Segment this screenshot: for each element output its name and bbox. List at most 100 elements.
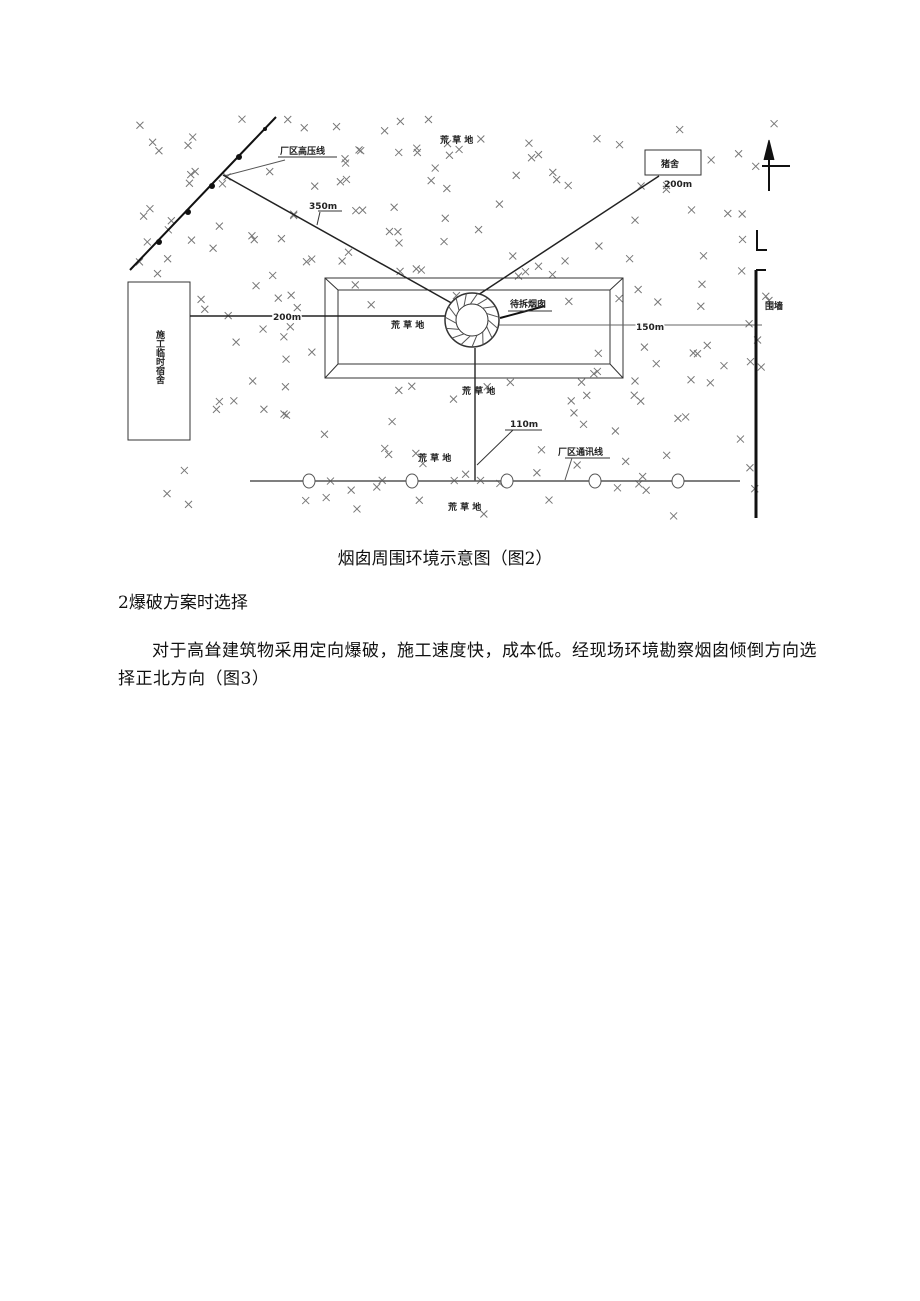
- grass-cross: [380, 444, 389, 453]
- grass-cross: [280, 410, 288, 418]
- grass-cross: [218, 179, 227, 188]
- grass-cross: [640, 343, 649, 352]
- grass-cross: [163, 254, 172, 263]
- grass-cross: [215, 222, 224, 230]
- grass-cross: [372, 483, 381, 491]
- figure-caption: 烟囱周围环境示意图（图2）: [337, 549, 553, 569]
- grass-cross: [280, 332, 288, 341]
- grass-cross: [248, 377, 257, 385]
- grass-cross: [495, 200, 504, 209]
- grass-cross: [662, 185, 671, 194]
- chimney-pointer: [499, 305, 546, 319]
- grass-cross: [537, 445, 546, 454]
- hatch-line: [486, 313, 499, 318]
- grass-cross: [582, 391, 591, 400]
- grass-cross: [215, 397, 224, 406]
- distance-350m: 350m: [309, 202, 337, 212]
- grass-cross: [734, 149, 743, 158]
- grass-cross: [548, 270, 557, 279]
- grass-cross: [570, 409, 578, 417]
- grass-cross: [388, 417, 396, 426]
- pig-house-box: [644, 149, 702, 176]
- leader: [316, 211, 321, 226]
- distance-110m: 110m: [510, 420, 538, 430]
- grass-cross: [638, 472, 647, 481]
- grass-cross: [286, 322, 295, 331]
- grass-cross: [209, 244, 217, 253]
- grass-cross: [417, 266, 426, 274]
- grass-cross: [135, 258, 144, 266]
- grass-cross: [461, 470, 470, 479]
- grass-cross: [338, 257, 346, 265]
- grass-cross: [252, 281, 260, 290]
- grass-cross: [631, 377, 639, 385]
- chimney-inner: [455, 303, 489, 337]
- grass-cross: [593, 367, 602, 376]
- grass-cross: [631, 216, 639, 225]
- grass-cross: [514, 272, 523, 281]
- chimney-environment-diagram: 厂区高压线 荒 草 地 荒 草 地 荒 草 地 荒 草 地 荒 草 地 350m…: [127, 115, 790, 520]
- chimney-hatch: [444, 293, 499, 348]
- grass-cross: [353, 505, 361, 513]
- hatch-line: [448, 306, 457, 317]
- grass-cross: [681, 413, 690, 421]
- grass-cross: [527, 153, 536, 162]
- grass-cross: [736, 435, 745, 443]
- grass-cross: [394, 227, 402, 236]
- grass-cross: [595, 242, 603, 250]
- grass-cross: [427, 176, 436, 185]
- grass-cross: [351, 280, 360, 289]
- grass-cross: [573, 461, 582, 469]
- grass-cross: [652, 359, 661, 368]
- grass-cross: [395, 239, 403, 247]
- hatch-line: [451, 333, 465, 339]
- grass-cross: [184, 141, 192, 150]
- grass-label: 荒 草 地: [417, 452, 451, 464]
- grass-cross: [696, 302, 705, 311]
- leader: [564, 457, 573, 481]
- grass-cross: [358, 206, 367, 214]
- grass-cross: [738, 235, 747, 244]
- hv-leader: [223, 159, 286, 177]
- grass-cross: [675, 125, 684, 134]
- grass-cross: [512, 171, 521, 180]
- grass-cross: [642, 486, 651, 495]
- grass-cross: [577, 378, 586, 386]
- grass-cross: [521, 267, 530, 276]
- rect-bevels: [324, 277, 624, 379]
- grass-cross: [342, 175, 351, 184]
- grass-cross: [212, 405, 221, 414]
- grass-cross: [615, 294, 623, 303]
- comm-line-label: 厂区通讯线: [558, 446, 603, 458]
- grass-cross: [593, 134, 601, 143]
- grass-cross: [636, 397, 645, 405]
- grass-cross: [146, 204, 154, 213]
- grass-cross: [232, 338, 240, 347]
- grass-cross: [634, 285, 643, 294]
- grass-cross: [187, 236, 196, 244]
- chimney-label: 待拆烟囱: [510, 298, 546, 310]
- grass-cross: [367, 300, 376, 309]
- grass-cross: [139, 212, 148, 220]
- grass-cross: [621, 457, 630, 466]
- hatch-line: [476, 297, 489, 306]
- grass-label: 荒 草 地: [439, 134, 473, 146]
- grass-cross: [545, 496, 553, 504]
- body-paragraph: 对于高耸建筑物采用定向爆破，施工速度快，成本低。经现场环境勘察烟囱倾倒方向选择正…: [118, 641, 817, 689]
- grass-cross: [707, 156, 715, 164]
- grass-cross: [265, 167, 274, 176]
- hatch-line: [482, 306, 496, 309]
- grass-cross: [282, 355, 290, 364]
- grass-cross: [508, 252, 517, 260]
- grass-cross: [283, 115, 292, 124]
- grass-cross: [765, 296, 773, 305]
- grass-cross: [320, 430, 329, 439]
- grass-cross: [308, 348, 316, 357]
- grass-cross: [355, 146, 363, 154]
- grass-cross: [720, 361, 728, 370]
- high-voltage-line: [129, 116, 277, 271]
- grass-cross: [751, 162, 760, 171]
- grass-cross: [332, 122, 341, 131]
- grass-cross: [307, 255, 316, 263]
